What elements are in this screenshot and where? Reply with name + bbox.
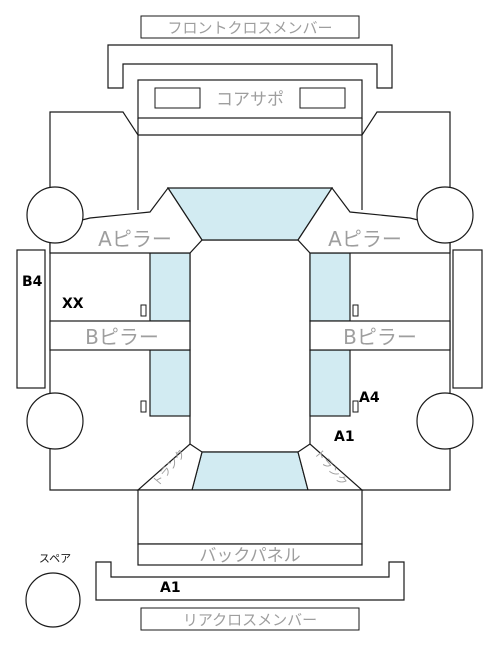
- trunk-lid[interactable]: [137, 489, 363, 545]
- door-handle-rear-left: [140, 400, 147, 413]
- a-pillar-right-label: Aピラー: [328, 227, 402, 251]
- front-cross-member-label-box: [140, 15, 360, 39]
- front-cross-member[interactable]: [107, 44, 393, 89]
- rear-window[interactable]: [191, 451, 309, 491]
- wheel-front-left[interactable]: [26, 186, 84, 244]
- core-support-slot-left: [154, 87, 201, 109]
- b-pillar-left[interactable]: [49, 320, 191, 351]
- marker-xx: XX: [62, 296, 84, 312]
- a-pillar-right[interactable]: [297, 186, 451, 254]
- back-panel-label: バックパネル: [199, 546, 300, 566]
- door-handle-front-right: [352, 304, 359, 317]
- door-handle-rear-right: [352, 400, 359, 413]
- marker-a1-rear: A1: [160, 580, 181, 596]
- window-rear-right[interactable]: [309, 349, 351, 417]
- window-front-right[interactable]: [309, 252, 351, 322]
- cabin-frame: [189, 239, 311, 453]
- front-cross-member-label: フロントクロスメンバー: [167, 19, 332, 37]
- window-rear-left[interactable]: [149, 349, 191, 417]
- rear-cross-member[interactable]: [95, 561, 405, 601]
- b-pillar-right[interactable]: [309, 320, 451, 351]
- wheel-front-right[interactable]: [416, 186, 474, 244]
- spare-label: スペア: [39, 552, 71, 565]
- marker-b4: B4: [22, 274, 43, 290]
- b-pillar-right-label: Bピラー: [343, 325, 417, 349]
- core-support-label: コアサポ: [216, 90, 284, 110]
- a-pillar-left[interactable]: [49, 186, 203, 254]
- window-front-left[interactable]: [149, 252, 191, 322]
- side-sill-right[interactable]: [452, 249, 483, 389]
- wheel-rear-left[interactable]: [26, 392, 84, 450]
- rear-cross-member-label: リアクロスメンバー: [183, 611, 317, 629]
- marker-a1-right: A1: [334, 429, 355, 445]
- wheel-rear-right[interactable]: [416, 392, 474, 450]
- rear-cross-member-label-box: [140, 607, 360, 631]
- spare-tire[interactable]: [25, 572, 81, 628]
- a-pillar-left-label: Aピラー: [98, 227, 172, 251]
- back-panel[interactable]: [137, 543, 363, 566]
- door-handle-front-left: [140, 304, 147, 317]
- side-sill-left[interactable]: [16, 249, 46, 389]
- b-pillar-left-label: Bピラー: [85, 325, 159, 349]
- core-support-slot-right: [299, 87, 346, 109]
- marker-a4: A4: [359, 390, 380, 406]
